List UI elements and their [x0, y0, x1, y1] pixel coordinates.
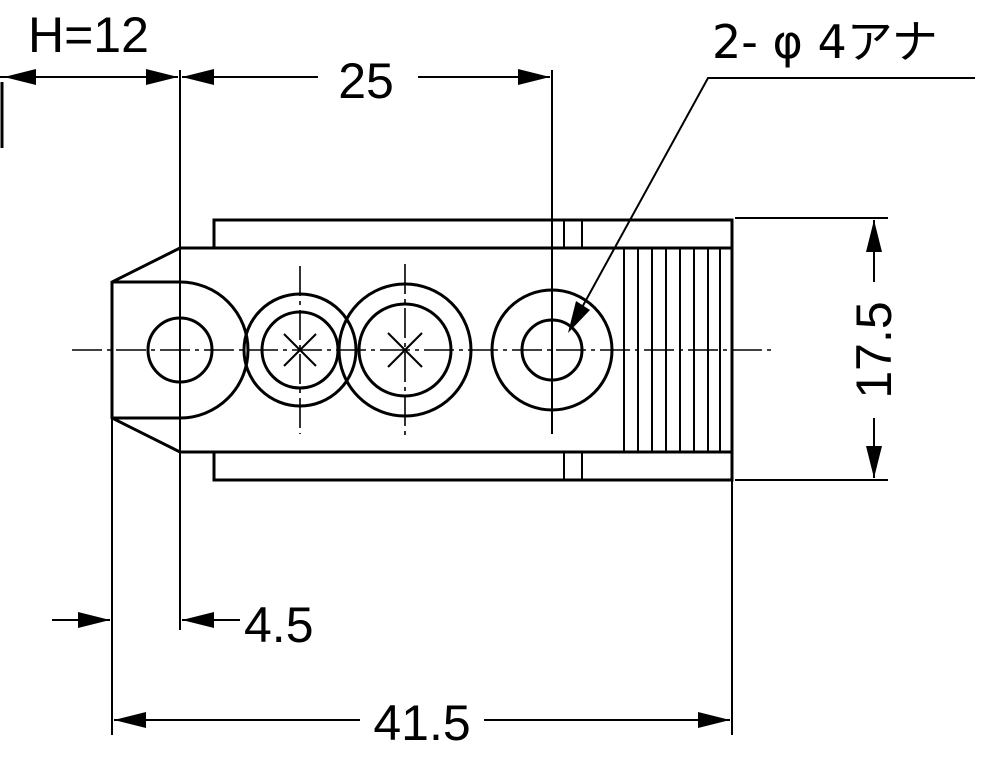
dimension-length-label: 41.5	[373, 695, 470, 751]
center-lines	[72, 264, 772, 436]
dimension-pitch: 25	[182, 53, 550, 109]
bottom-rail	[212, 450, 734, 482]
dimension-height-label: 17.5	[846, 301, 902, 398]
dimension-length: 41.5	[114, 695, 730, 751]
dimension-offset-label: 4.5	[244, 597, 314, 653]
dimension-height: 17.5	[846, 220, 902, 478]
top-rail	[212, 218, 734, 250]
dimension-offset: 4.5	[52, 597, 314, 653]
dimension-h-label: H=12	[28, 7, 149, 63]
hole-note-leader: 2- φ 4アナ	[568, 15, 975, 333]
dimension-pitch-label: 25	[338, 53, 394, 109]
hole-note-label: 2- φ 4アナ	[712, 15, 938, 69]
dimension-h: H=12	[0, 7, 178, 148]
extension-lines	[111, 70, 888, 735]
